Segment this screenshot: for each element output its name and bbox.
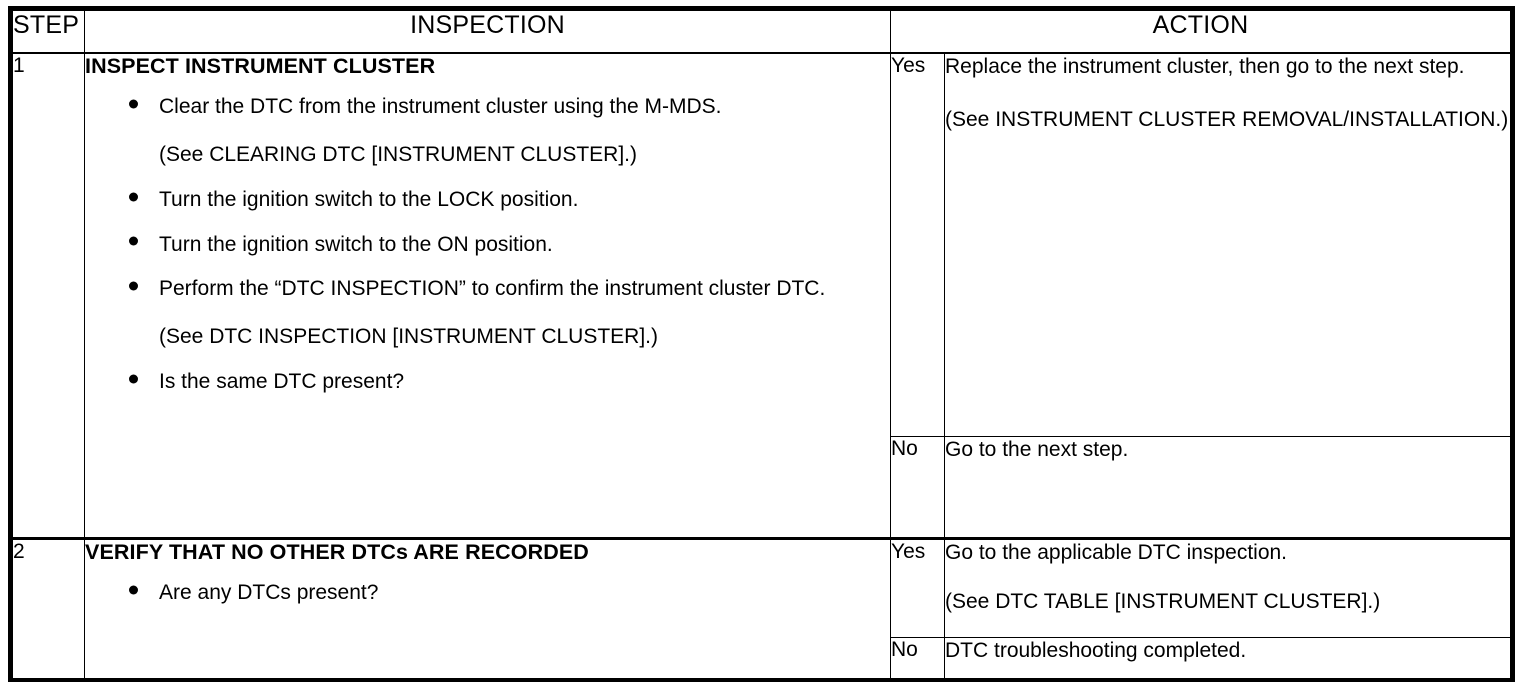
step-number-1: 1 — [10, 52, 85, 539]
list-item-note: (See CLEARING DTC [INSTRUMENT CLUSTER].) — [85, 141, 890, 169]
column-header-step: STEP — [10, 8, 85, 54]
list-item: Turn the ignition switch to the ON posit… — [85, 231, 890, 259]
dtc-troubleshooting-table: STEP INSPECTION ACTION 1 INSPECT INSTRUM… — [8, 6, 1515, 682]
inspection-cell-step-2: VERIFY THAT NO OTHER DTCs ARE RECORDED A… — [84, 537, 891, 681]
action-text: Go to the applicable DTC inspection. — [945, 541, 1288, 564]
action-cell-step-2-yes: Go to the applicable DTC inspection. (Se… — [944, 537, 1513, 638]
inspection-title-step-1: INSPECT INSTRUMENT CLUSTER — [85, 54, 436, 78]
inspection-list-step-1: Clear the DTC from the instrument cluste… — [85, 93, 890, 395]
list-item-text: (See DTC INSPECTION [INSTRUMENT CLUSTER]… — [159, 324, 658, 348]
list-item-note: (See DTC INSPECTION [INSTRUMENT CLUSTER]… — [85, 323, 890, 351]
inspection-cell-step-1: INSPECT INSTRUMENT CLUSTER Clear the DTC… — [84, 52, 891, 539]
table-row-step-1-no: No Go to the next step. — [11, 436, 1513, 539]
action-reference: (See INSTRUMENT CLUSTER REMOVAL/INSTALLA… — [945, 107, 1509, 131]
action-text: DTC troubleshooting completed. — [945, 638, 1247, 662]
inspection-title-step-2: VERIFY THAT NO OTHER DTCs ARE RECORDED — [85, 540, 589, 564]
action-text: Go to the next step. — [945, 438, 1129, 461]
answer-label-step-2-yes: Yes — [890, 537, 945, 638]
action-text: Replace the instrument cluster, then go … — [945, 55, 1465, 78]
column-header-action: ACTION — [890, 8, 1513, 54]
list-item: Is the same DTC present? — [85, 368, 890, 396]
list-item: Are any DTCs present? — [85, 579, 890, 607]
inspection-list-step-2: Are any DTCs present? — [85, 579, 890, 607]
table-row-step-2-no: No DTC troubleshooting completed. — [11, 636, 1513, 682]
action-cell-step-2-no: DTC troubleshooting completed. — [944, 636, 1513, 682]
list-item-text: (See CLEARING DTC [INSTRUMENT CLUSTER].) — [159, 143, 638, 167]
list-item: Clear the DTC from the instrument cluste… — [85, 93, 890, 121]
bullet-icon — [129, 374, 138, 384]
list-item-text: Turn the ignition switch to the LOCK pos… — [159, 187, 579, 211]
action-cell-step-1-no: Go to the next step. — [944, 436, 1513, 539]
list-item: Turn the ignition switch to the LOCK pos… — [85, 186, 890, 214]
table-row-step-1-yes: 1 INSPECT INSTRUMENT CLUSTER Clear the D… — [10, 52, 1513, 539]
bullet-icon — [129, 281, 138, 291]
bullet-icon — [129, 236, 138, 246]
answer-label-step-1-no: No — [890, 436, 945, 539]
answer-label-step-1-yes: Yes — [890, 52, 945, 437]
list-item-text: Is the same DTC present? — [159, 369, 405, 393]
bullet-icon — [129, 585, 138, 595]
column-header-inspection: INSPECTION — [84, 8, 891, 54]
list-item: Perform the “DTC INSPECTION” to confirm … — [85, 275, 890, 303]
list-item-text: Clear the DTC from the instrument cluste… — [159, 95, 722, 119]
list-item-text: Are any DTCs present? — [159, 581, 379, 605]
step-number-2: 2 — [10, 537, 85, 681]
action-cell-step-1-yes: Replace the instrument cluster, then go … — [944, 52, 1513, 437]
table-row-step-2-yes: 2 VERIFY THAT NO OTHER DTCs ARE RECORDED… — [10, 537, 1513, 681]
list-item-text: Turn the ignition switch to the ON posit… — [159, 232, 553, 256]
bullet-icon — [129, 192, 138, 202]
list-item-text: Perform the “DTC INSPECTION” to confirm … — [159, 277, 826, 301]
bullet-icon — [129, 99, 138, 109]
table-header-row: STEP INSPECTION ACTION — [10, 8, 1513, 54]
answer-label-step-2-no: No — [890, 636, 945, 682]
action-reference: (See DTC TABLE [INSTRUMENT CLUSTER].) — [945, 589, 1381, 613]
